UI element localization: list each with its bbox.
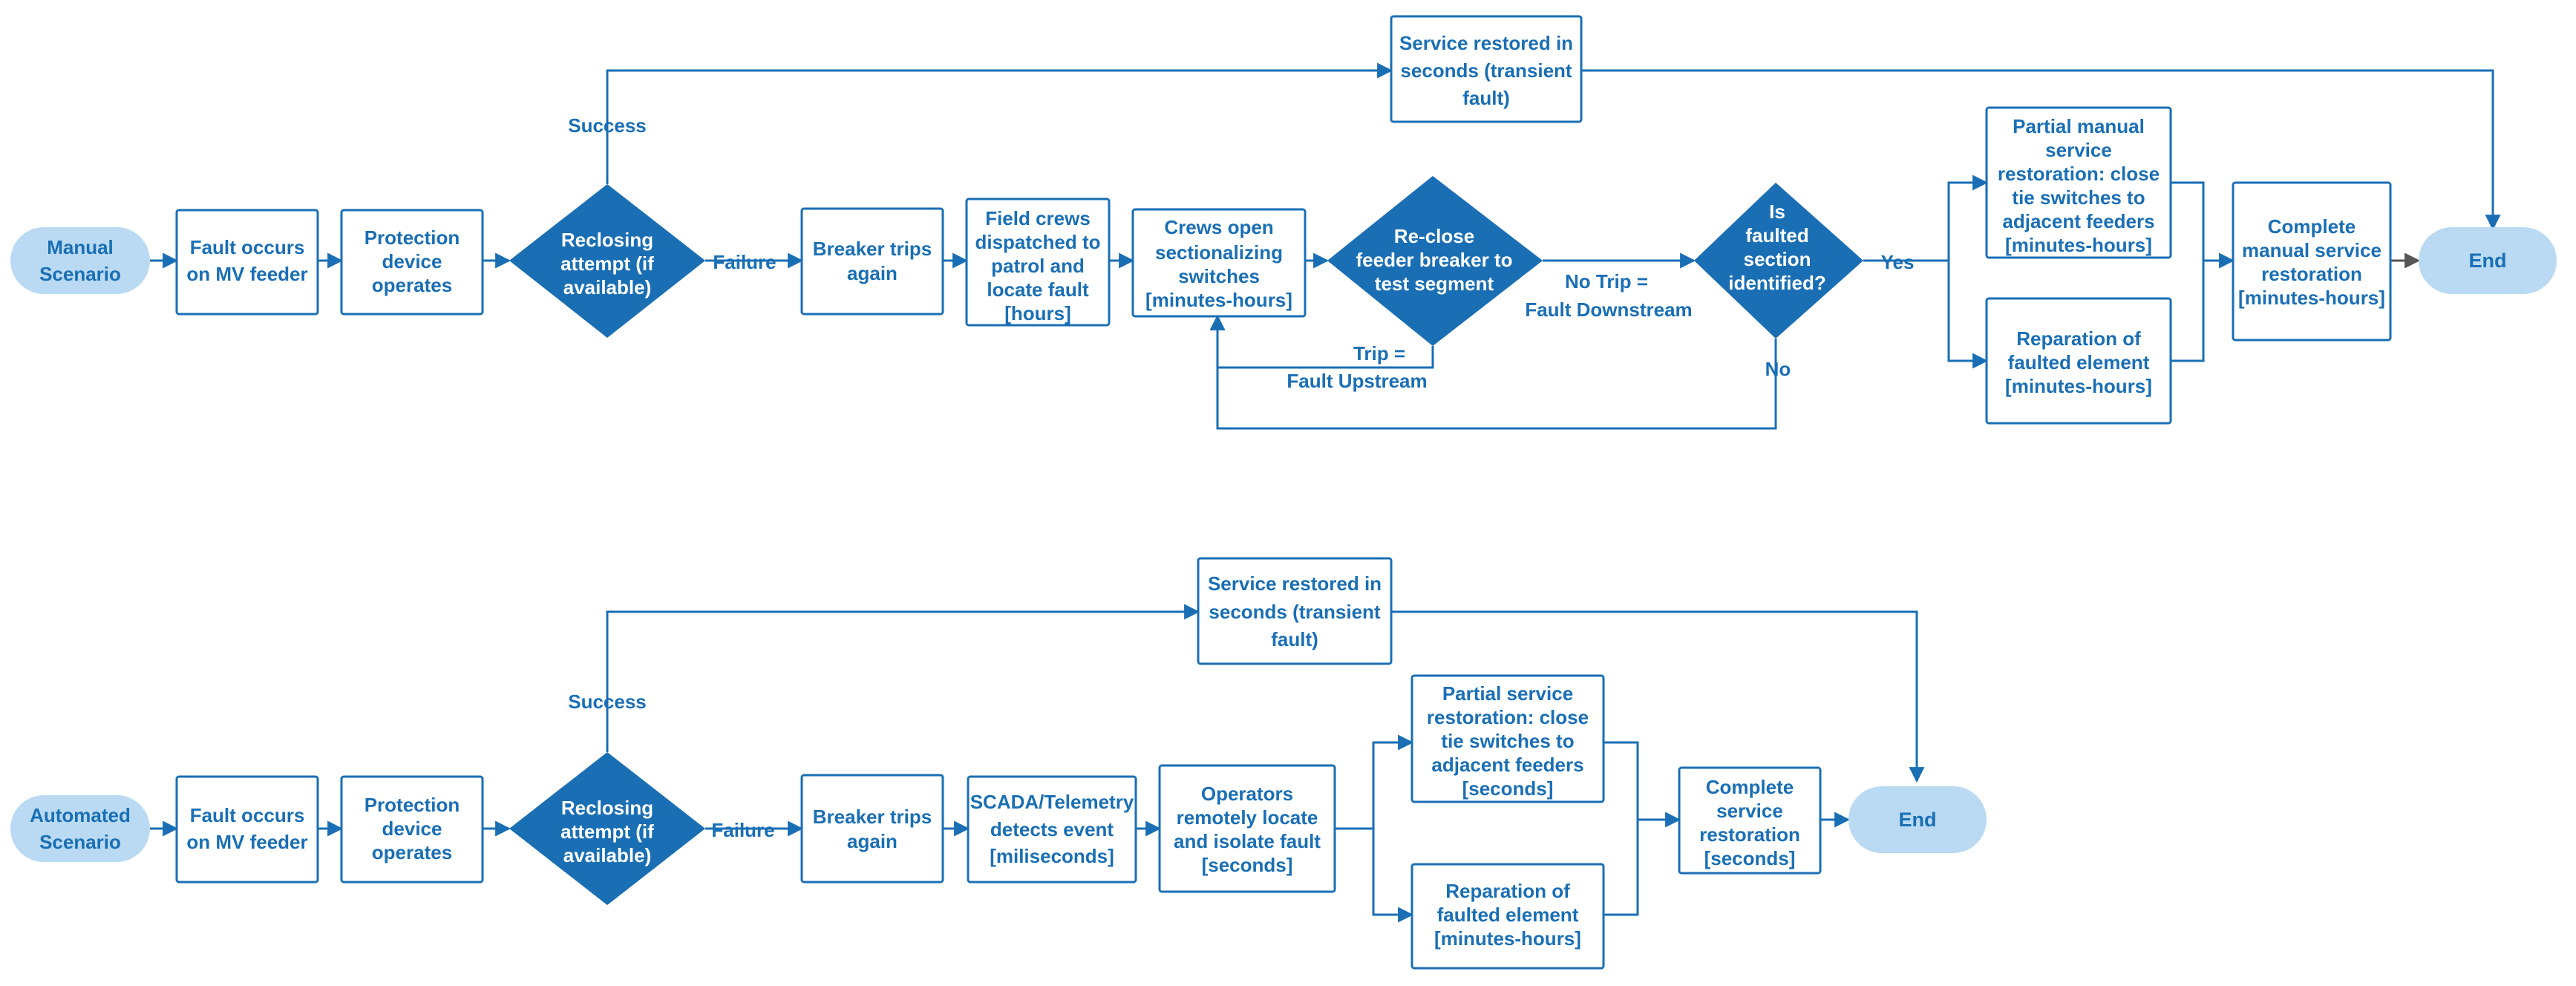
connector-auto-reclosing-restored	[606, 604, 1200, 752]
connector-auto-operators-partial	[1335, 734, 1414, 830]
auto-failure-label: Failure	[711, 819, 774, 841]
manual-success-label: Success	[568, 114, 647, 137]
auto-scada-box	[967, 775, 1137, 884]
connector-manual-yes-partial	[1863, 174, 1989, 262]
connector-manual-restored-end	[1581, 69, 2501, 231]
connector-manual-reclosing-restored	[606, 62, 1393, 184]
manual-partial-box	[1985, 106, 2172, 259]
manual-end-terminal	[2419, 227, 2557, 294]
manual-complete-box	[2232, 181, 2392, 342]
auto-restored-box	[1197, 557, 1393, 665]
automated-connectors	[150, 604, 1925, 923]
auto-reparation-box	[1410, 863, 1605, 970]
manual-reclose-feeder-decision	[1327, 176, 1543, 346]
auto-partial-box	[1410, 674, 1605, 803]
connector-manual-no-loop	[1209, 314, 1777, 430]
manual-reclosing-decision	[509, 184, 705, 338]
manual-open-switches-box	[1131, 208, 1307, 318]
auto-breaker-box	[800, 774, 944, 884]
connector-auto-merge	[1604, 741, 1639, 916]
manual-notrip-label: No Trip =Fault Downstream	[1525, 270, 1692, 321]
manual-trip-label: Trip =Fault Upstream	[1287, 342, 1427, 392]
auto-end-terminal	[1848, 786, 1987, 853]
connector-manual-merge	[2171, 181, 2205, 362]
connector-manual-yes-reparation	[1947, 261, 1989, 369]
manual-edge-labels: Success Failure Trip =Fault Upstream No …	[568, 114, 1914, 392]
manual-end-label: End	[2469, 249, 2507, 272]
manual-start-terminal	[10, 227, 150, 294]
automated-edge-labels: Success Failure	[568, 690, 774, 841]
manual-yes-label: Yes	[1881, 251, 1915, 273]
manual-identified-decision	[1694, 183, 1863, 339]
auto-complete-box	[1678, 766, 1822, 875]
manual-no-label: No	[1765, 358, 1791, 380]
manual-failure-label: Failure	[713, 251, 776, 273]
auto-fault-box	[175, 775, 319, 884]
manual-reparation-box	[1985, 297, 2172, 425]
manual-connectors	[150, 62, 2501, 430]
auto-end-label: End	[1899, 809, 1937, 831]
connector-auto-restored-end	[1391, 610, 1925, 783]
auto-operators-box	[1158, 764, 1336, 893]
auto-success-label: Success	[568, 690, 647, 713]
manual-restored-box	[1390, 15, 1583, 123]
auto-protection-box	[340, 775, 484, 884]
manual-breaker-box	[800, 207, 944, 316]
auto-reclosing-decision	[509, 752, 705, 905]
manual-dispatch-box	[965, 197, 1111, 327]
connector-auto-operators-reparation	[1372, 829, 1414, 923]
auto-start-terminal	[10, 795, 150, 862]
manual-protection-box	[340, 209, 484, 316]
manual-fault-box	[175, 209, 319, 316]
